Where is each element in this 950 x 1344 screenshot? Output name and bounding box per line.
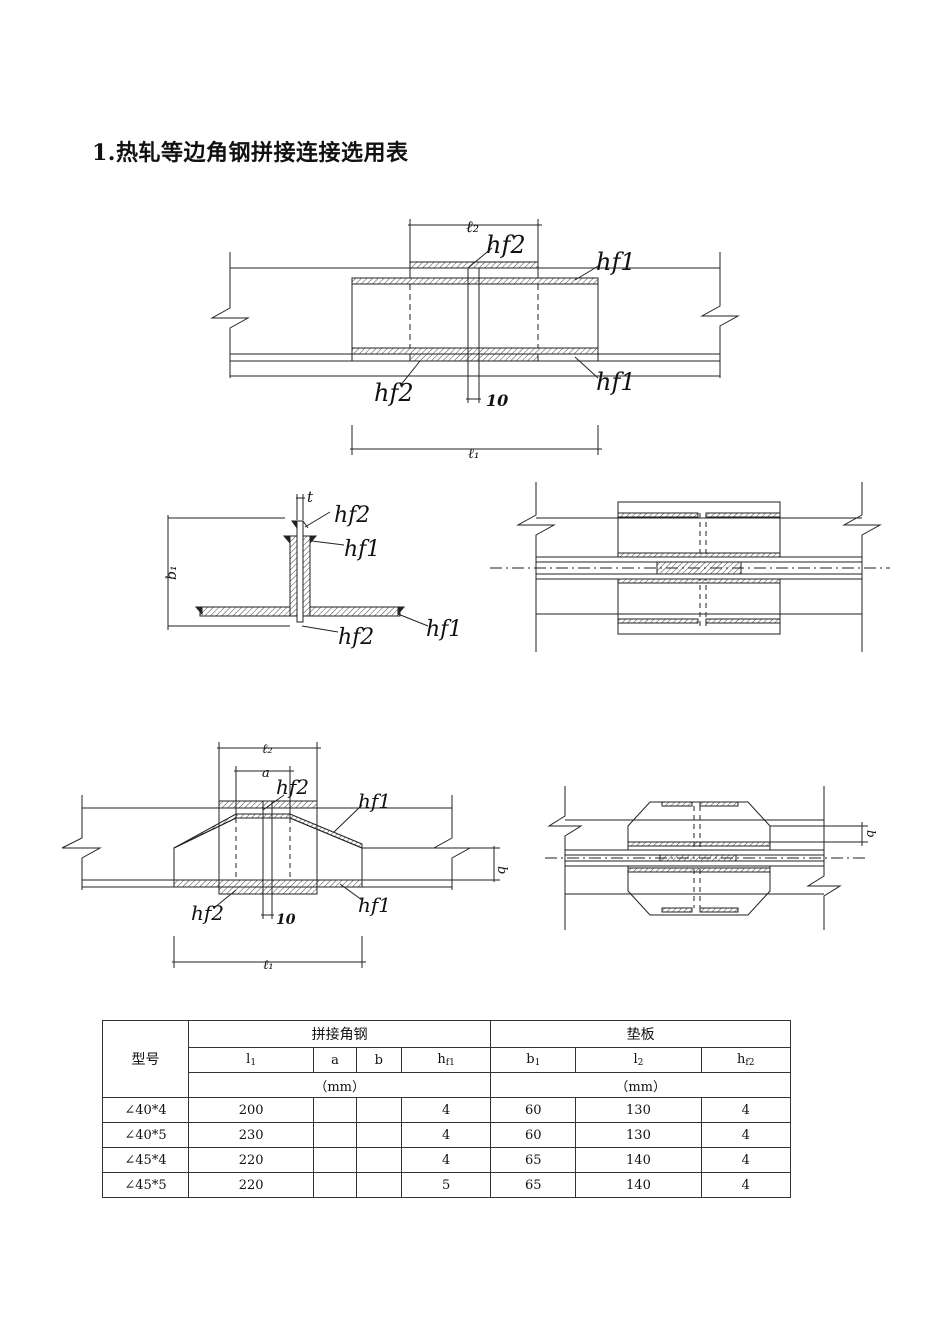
cell-hf1: 5 — [400, 1172, 492, 1198]
cell-hf1: 4 — [400, 1122, 492, 1148]
cell-b1: 60 — [490, 1122, 577, 1148]
col-a: a — [313, 1047, 357, 1073]
cell-a — [313, 1147, 357, 1173]
fig5-b-label: b — [864, 830, 878, 838]
unit-splice: （mm） — [187, 1072, 492, 1098]
fig4-hf2-top-label: hf2 — [276, 775, 309, 799]
cell-b1: 65 — [490, 1147, 577, 1173]
fig2-labels: t b₁ hf2 hf1 hf2 hf1 — [164, 488, 462, 650]
fig2-hf1-bottom-label: hf1 — [426, 617, 462, 642]
model-header: 型号 — [102, 1020, 189, 1098]
fig3-plan — [490, 482, 890, 652]
cell-l1: 220 — [187, 1147, 315, 1173]
col-l2: l2 — [575, 1047, 702, 1073]
cell-hf1: 4 — [400, 1147, 492, 1173]
fig5-labels: b — [864, 830, 878, 838]
cell-b — [355, 1147, 402, 1173]
drawings: ℓ₂ hf2 hf1 hf1 hf2 10 ℓ₁ t b₁ hf2 hf1 — [61, 217, 890, 973]
cell-a — [313, 1172, 357, 1198]
fig4-hf1-top-label: hf1 — [358, 789, 391, 813]
fig2-section — [167, 494, 429, 633]
cell-model: ∠45*4 — [102, 1147, 189, 1173]
fig1-hf1-bottom-label: hf1 — [596, 368, 636, 396]
fig1-hf1-top-label: hf1 — [596, 248, 636, 276]
selection-table: 型号 拼接角钢 垫板 l1 a b hf1 b1 l2 hf2 （mm） （mm… — [102, 1020, 792, 1198]
fig1-l2-label: ℓ₂ — [466, 217, 479, 236]
cell-b — [355, 1097, 402, 1123]
fig1-hf2-bottom-label: hf2 — [374, 379, 414, 407]
fig2-hf2-top-label: hf2 — [334, 503, 370, 528]
cell-hf2: 4 — [700, 1122, 792, 1148]
cell-a — [313, 1122, 357, 1148]
cell-hf2: 4 — [700, 1147, 792, 1173]
fig4-l2-label: ℓ₂ — [262, 742, 273, 757]
fig2-b1-label: b₁ — [164, 565, 180, 580]
cell-l2: 140 — [575, 1147, 702, 1173]
fig1-l1-label: ℓ₁ — [468, 446, 479, 462]
fig1-labels: ℓ₂ hf2 hf1 hf1 hf2 10 ℓ₁ — [374, 217, 636, 462]
cell-model: ∠45*5 — [102, 1172, 189, 1198]
fig4-l1-label: ℓ₁ — [263, 958, 274, 973]
cell-hf2: 4 — [700, 1172, 792, 1198]
cell-b1: 60 — [490, 1097, 577, 1123]
fig4-gap-label: 10 — [276, 912, 296, 928]
fig1-hf2-top-label: hf2 — [486, 231, 526, 259]
group-splice-angle: 拼接角钢 — [187, 1020, 492, 1048]
fig4-hf1-bottom-label: hf1 — [358, 893, 391, 917]
fig4-a-label: a — [262, 766, 270, 781]
cell-hf1: 4 — [400, 1097, 492, 1123]
fig1-gap-label: 10 — [486, 391, 508, 410]
cell-hf2: 4 — [700, 1097, 792, 1123]
group-pad-plate: 垫板 — [490, 1020, 791, 1048]
cell-l1: 220 — [187, 1172, 315, 1198]
fig2-hf1-top-label: hf1 — [344, 537, 380, 562]
cell-l1: 200 — [187, 1097, 315, 1123]
fig2-t-label: t — [307, 488, 314, 506]
cell-b — [355, 1122, 402, 1148]
cell-l2: 130 — [575, 1122, 702, 1148]
cell-l2: 140 — [575, 1172, 702, 1198]
col-hf2: hf2 — [700, 1047, 792, 1073]
cell-model: ∠40*4 — [102, 1097, 189, 1123]
cell-b1: 65 — [490, 1172, 577, 1198]
cell-a — [313, 1097, 357, 1123]
cell-l1: 230 — [187, 1122, 315, 1148]
fig5-plan — [545, 786, 868, 930]
fig4-elevation — [61, 742, 500, 968]
fig4-hf2-bottom-label: hf2 — [191, 901, 224, 925]
fig2-hf2-bottom-label: hf2 — [338, 625, 374, 650]
fig1-elevation — [210, 219, 740, 455]
unit-pad: （mm） — [490, 1072, 791, 1098]
col-b1: b1 — [490, 1047, 577, 1073]
fig4-labels: ℓ₂ a hf2 hf1 hf1 hf2 10 ℓ₁ b — [191, 742, 509, 973]
col-l1: l1 — [187, 1047, 315, 1073]
page-title: 1.热轧等边角钢拼接连接选用表 — [92, 140, 409, 166]
cell-model: ∠40*5 — [102, 1122, 189, 1148]
col-hf1: hf1 — [400, 1047, 492, 1073]
fig4-b-label: b — [494, 866, 509, 874]
col-b: b — [355, 1047, 402, 1073]
cell-b — [355, 1172, 402, 1198]
cell-l2: 130 — [575, 1097, 702, 1123]
